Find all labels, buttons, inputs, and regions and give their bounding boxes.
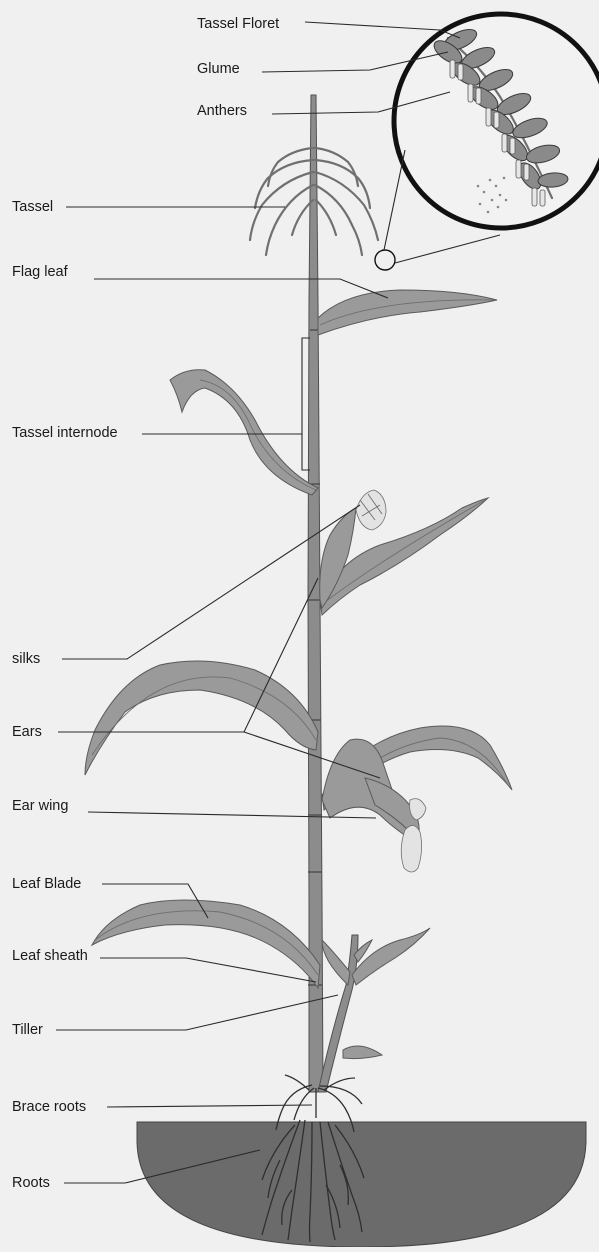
zoom-inset [394,14,599,228]
label-roots: Roots [12,1175,50,1191]
leaf-lower-left [92,900,320,988]
label-brace-roots: Brace roots [12,1099,86,1115]
labels: Tassel Floret Glume Anthers Tassel Flag … [12,16,279,1191]
label-tiller: Tiller [12,1022,43,1038]
leader-tiller [56,995,338,1030]
label-flag-leaf: Flag leaf [12,264,69,280]
label-anthers: Anthers [197,103,247,119]
leader-brace-roots [107,1105,312,1107]
flag-leaf [318,290,497,335]
label-glume: Glume [197,61,240,77]
tiller [318,928,430,1092]
label-ears: Ears [12,724,42,740]
label-ear-wing: Ear wing [12,798,68,814]
label-tassel: Tassel [12,199,53,215]
label-tassel-floret: Tassel Floret [197,16,279,32]
label-tassel-internode: Tassel internode [12,425,118,441]
leader-leaf-sheath [100,958,316,982]
leader-flag-leaf [94,279,388,298]
label-leaf-blade: Leaf Blade [12,876,81,892]
label-silks: silks [12,651,40,667]
label-leaf-sheath: Leaf sheath [12,948,88,964]
leaf-mid-left [85,661,318,775]
leaf-upper-left [170,370,318,495]
lower-ear [322,739,426,872]
